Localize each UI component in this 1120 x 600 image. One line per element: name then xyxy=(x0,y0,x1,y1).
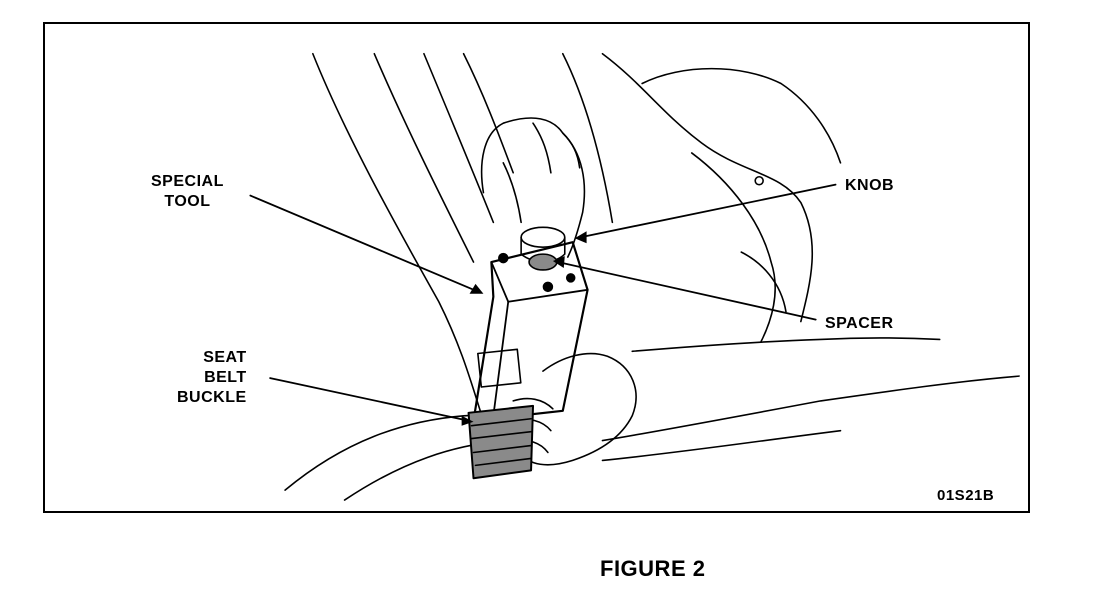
tool-screw xyxy=(498,252,509,264)
jacket-outline xyxy=(601,52,814,323)
arrowhead-spacer xyxy=(552,256,565,268)
label-seat-line2: BELT xyxy=(204,369,247,386)
upper-hand xyxy=(502,162,522,224)
seat-belt-buckle xyxy=(467,404,535,480)
tool-knob xyxy=(520,226,566,248)
label-spacer: SPACER xyxy=(825,315,894,332)
jacket-outline xyxy=(641,67,842,164)
seat-belt-tool-illustration xyxy=(249,52,1020,501)
jacket-button xyxy=(754,175,764,186)
special-tool-body xyxy=(492,300,510,417)
jacket-outline xyxy=(690,152,776,343)
seat-cushion xyxy=(631,337,941,353)
figure-caption: FIGURE 2 xyxy=(600,556,706,581)
figure-code: 01S21B xyxy=(937,487,995,504)
label-special-tool-line2: TOOL xyxy=(164,193,211,210)
seat-back-contour xyxy=(561,52,614,224)
leader-spacer xyxy=(556,261,817,321)
label-seat-line3: BUCKLE xyxy=(177,389,247,406)
seat-back-contour xyxy=(462,52,514,174)
label-special-tool-line1: SPECIAL xyxy=(151,173,224,190)
seat-back-contour xyxy=(373,52,475,263)
tool-screw xyxy=(542,281,554,293)
lower-hand xyxy=(520,352,637,466)
upper-hand xyxy=(480,117,586,258)
tool-spacer xyxy=(528,253,558,271)
seat-cushion xyxy=(601,429,842,462)
seat-cushion xyxy=(601,375,1020,442)
arrowhead-knob xyxy=(574,231,587,244)
leader-special-tool xyxy=(249,194,480,293)
figure-frame: SPECIAL TOOL SEAT BELT BUCKLE KNOB SPACE… xyxy=(43,22,1030,513)
leader-knob xyxy=(579,183,837,239)
label-special-tool: SPECIAL TOOL xyxy=(151,172,224,212)
upper-hand xyxy=(532,122,552,174)
leader-seat-belt-buckle xyxy=(269,377,470,422)
special-tool-body xyxy=(472,241,589,422)
arrowhead-seat-belt-buckle xyxy=(461,415,474,426)
seat-back-contour xyxy=(312,52,485,422)
lower-hand xyxy=(512,397,554,410)
tool-screw xyxy=(565,273,576,283)
label-seat-belt-buckle: SEAT BELT BUCKLE xyxy=(177,348,247,408)
special-tool-window xyxy=(477,348,522,388)
label-seat-line1: SEAT xyxy=(203,349,247,366)
arrowhead-special-tool xyxy=(469,283,484,294)
upper-hand xyxy=(561,132,581,169)
seat-belt-buckle xyxy=(470,417,532,467)
jacket-outline xyxy=(740,251,787,313)
seat-back-contour xyxy=(423,52,495,224)
label-knob: KNOB xyxy=(845,177,895,194)
